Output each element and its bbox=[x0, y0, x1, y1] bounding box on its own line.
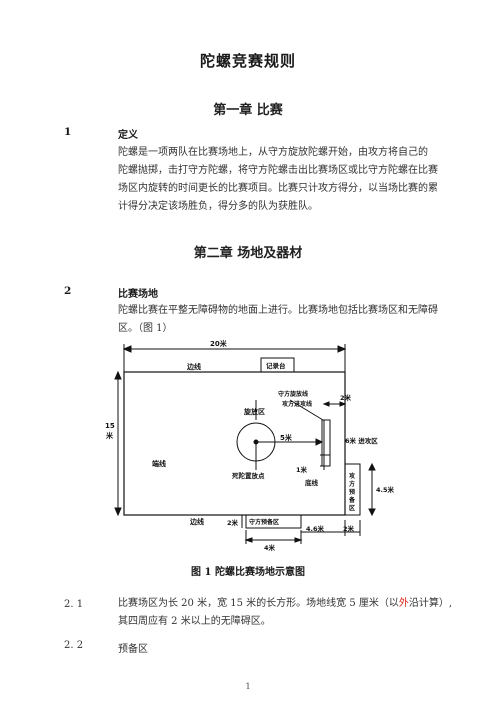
playing-field-rect bbox=[123, 371, 346, 516]
chapter-1-title: 第一章 比赛 bbox=[213, 103, 283, 118]
label-2m-top: 2米 bbox=[340, 393, 352, 402]
section-2-1-body: 比赛场区为长 20 米，宽 15 米的长方形。场地线宽 5 厘米（以外沿计算）,… bbox=[118, 595, 458, 631]
attack-line-box bbox=[321, 419, 331, 467]
section-2-1-text-red: 外 bbox=[398, 598, 409, 609]
attack-prep-zone-box bbox=[344, 463, 361, 516]
label-2m-bottom: 2米 bbox=[343, 524, 355, 533]
label-4m: 4米 bbox=[264, 543, 276, 552]
label-prep-zone-char: 区 bbox=[349, 504, 355, 512]
label-spin-zone: 旋放区 bbox=[243, 407, 265, 416]
chapter-2-title: 第二章 场地及器材 bbox=[193, 246, 303, 261]
page-number: 1 bbox=[245, 682, 251, 691]
label-4-5m-right: 4.5米 bbox=[376, 485, 395, 494]
label-endline-left: 端线 bbox=[152, 459, 166, 468]
label-prep-zone-char: 方 bbox=[349, 480, 355, 488]
section-1-number: 1 bbox=[64, 126, 72, 138]
label-defense-prep-zone: 守方预备区 bbox=[249, 518, 279, 526]
label-sideline-top: 边线 bbox=[186, 362, 201, 371]
section-2-1-number: 2. 1 bbox=[64, 599, 84, 610]
section-2-body: 陀螺比赛在平整无障碍物的地面上进行。比赛场地包括比赛场区和无障碍 区。（图 1） bbox=[118, 302, 448, 338]
label-5m: 5米 bbox=[280, 433, 293, 442]
label-1m: 1米 bbox=[296, 465, 308, 474]
label-length-15-unit: 米 bbox=[105, 431, 114, 440]
scorer-table-box bbox=[260, 357, 295, 373]
section-2-line: 区。（图 1） bbox=[118, 323, 173, 334]
section-1-line: 陀螺是一项两队在比赛场地上，从守方旋放陀螺开始，由攻方将自己的 bbox=[118, 147, 428, 158]
section-1-body: 陀螺是一项两队在比赛场地上，从守方旋放陀螺开始，由攻方将自己的 陀螺抛掷，击打守… bbox=[118, 144, 448, 216]
section-1-line: 场区内旋转的时间更长的比赛项目。比赛只计攻方得分，以当场比赛的累 bbox=[118, 183, 438, 194]
figure-caption: 图 1 陀螺比赛场地示意图 bbox=[191, 567, 305, 578]
defense-prep-zone-box bbox=[245, 514, 302, 529]
section-2-1-line-2: 其四周应有 2 米以上的无障碍区。 bbox=[118, 616, 271, 627]
document-title: 陀螺竞赛规则 bbox=[199, 52, 296, 70]
label-attack-line: 攻方进攻线 bbox=[282, 400, 312, 408]
label-length-15: 15 bbox=[105, 422, 115, 430]
label-prep-zone-char: 攻 bbox=[349, 472, 356, 480]
label-prep-zone-char: 预 bbox=[349, 488, 355, 496]
section-1-line: 陀螺抛掷，击打守方陀螺，将守方陀螺击出比赛场区或比守方陀螺在比赛 bbox=[118, 165, 438, 176]
section-2-2-text: 预备区 bbox=[118, 644, 148, 655]
section-2-heading: 比赛场地 bbox=[118, 289, 158, 300]
section-2-line: 陀螺比赛在平整无障碍物的地面上进行。比赛场地包括比赛场区和无障碍 bbox=[118, 305, 438, 316]
label-endline-right: 底线 bbox=[305, 478, 319, 487]
section-1-heading: 定义 bbox=[118, 130, 138, 141]
label-sideline-bottom: 边线 bbox=[189, 517, 204, 526]
label-attack-zone-6m: 6米 进攻区 bbox=[345, 436, 378, 445]
label-scorer-table: 记录台 bbox=[266, 361, 286, 370]
label-4-6m: 4.6米 bbox=[306, 524, 325, 533]
label-dead-spin-point: 死陀置放点 bbox=[231, 471, 265, 480]
label-2m-left: 2米 bbox=[227, 518, 239, 527]
label-prep-zone-char: 备 bbox=[348, 496, 356, 504]
section-2-1-text-b: 沿计算）, bbox=[408, 598, 453, 609]
section-2-1-text-a: 比赛场区为长 20 米，宽 15 米的长方形。场地线宽 5 厘米（以 bbox=[118, 598, 399, 609]
section-2-2-number: 2. 2 bbox=[64, 640, 84, 651]
label-defense-spin-line: 守方旋放线 bbox=[278, 390, 308, 398]
label-width-20m: 20米 bbox=[210, 339, 228, 348]
section-2-number: 2 bbox=[64, 285, 72, 297]
section-1-line: 计得分决定该场胜负，得分多的队为获胜队。 bbox=[118, 201, 318, 212]
